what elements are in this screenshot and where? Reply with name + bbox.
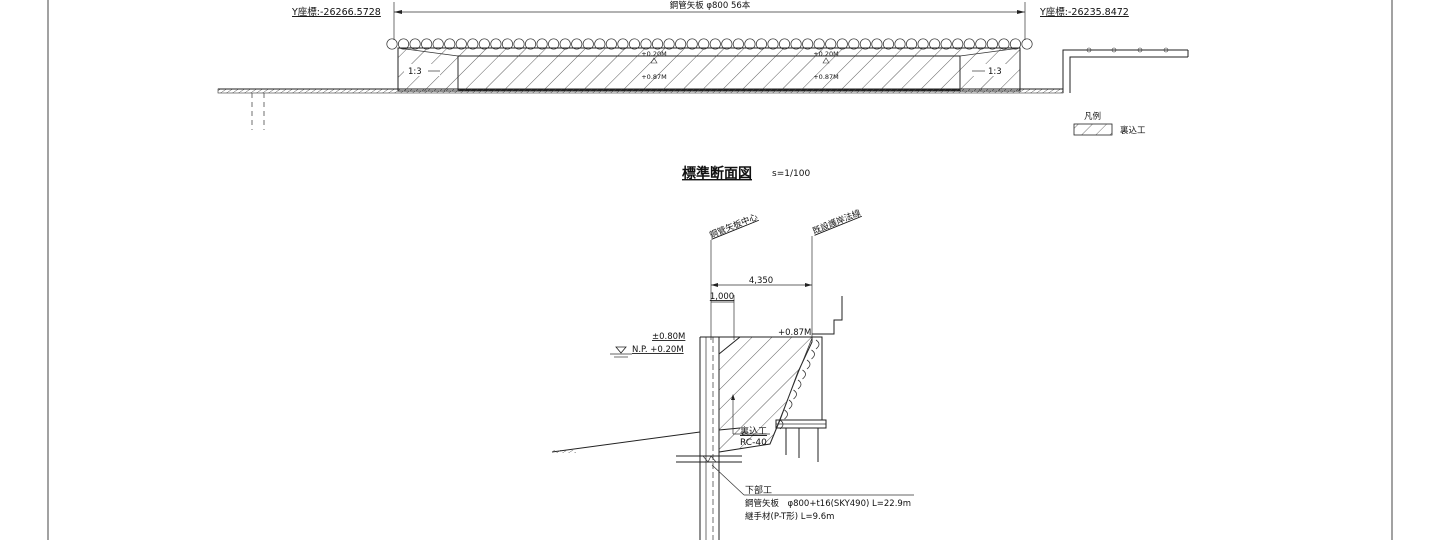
left-y-coordinate: Y座標:-26266.5728: [291, 6, 381, 18]
top-level: +0.87M: [778, 328, 811, 338]
plan-view: Y座標:-26266.5728 Y座標:-26235.8472 鋼管矢板 φ80…: [217, 0, 1189, 136]
pile-label: 鋼管矢板 φ800 56本: [670, 0, 751, 11]
armor-stone: [797, 379, 802, 390]
level-right-bottom: +0.87M: [813, 73, 839, 81]
level-right-top: +0.20M: [813, 50, 839, 58]
joint-spec: 継手材(P-T形) L=9.6m: [745, 511, 834, 522]
pile-circle: [1021, 38, 1033, 50]
crown-level: ±0.80M: [652, 332, 685, 342]
existing-line-label: 既設護岸法線: [811, 207, 863, 236]
pile-circle: [386, 38, 398, 50]
dim-total: 4,350: [749, 276, 773, 286]
armor-stone: [811, 349, 815, 360]
backfill-material: RC-40: [740, 438, 767, 448]
armor-stones: [779, 339, 820, 430]
left-slope-label: 1:3: [408, 67, 422, 77]
dim-partial: 1,000: [710, 292, 734, 302]
legend-title: 凡例: [1084, 111, 1101, 122]
armor-stone: [784, 409, 788, 420]
right-y-coordinate: Y座標:-26235.8472: [1039, 6, 1129, 18]
backfill-label: 裏込工: [740, 425, 767, 437]
water-level-symbol: [615, 346, 627, 354]
pile-row: [386, 38, 1033, 50]
substructure-label: 下部工: [745, 484, 772, 496]
right-slope-label: 1:3: [988, 67, 1002, 77]
armor-stone: [793, 389, 797, 400]
existing-structure: [1062, 47, 1189, 93]
armor-stone: [806, 359, 811, 370]
section-scale: s=1/100: [772, 169, 810, 179]
legend-item-label: 裏込工: [1120, 125, 1146, 136]
level-left-bottom: +0.87M: [641, 73, 667, 81]
legend-swatch: [1073, 123, 1113, 136]
level-left-top: +0.20M: [641, 50, 667, 58]
backfill-area: [397, 47, 1021, 92]
armor-stone: [802, 369, 806, 380]
ground-strip: [217, 88, 1064, 94]
section-view: 標準断面図 s=1/100 鋼管矢板中心 既設護岸法線 4,350 1,000 …: [551, 165, 914, 540]
pile-dimension-line: 鋼管矢板 φ800 56本: [393, 0, 1026, 40]
pile-spec: 鋼管矢板 φ800+t16(SKY490) L=22.9m: [745, 498, 911, 509]
water-level: N.P. +0.20M: [632, 345, 684, 355]
armor-stone: [815, 339, 820, 350]
section-title: 標準断面図: [682, 165, 752, 182]
revetment-footing: [775, 419, 827, 462]
legend: 凡例 裏込工: [1073, 111, 1146, 136]
backfill-section: [718, 336, 813, 453]
armor-stone: [788, 399, 793, 410]
pile-center-label: 鋼管矢板中心: [708, 211, 760, 240]
drawing-frame: [47, 0, 1393, 540]
